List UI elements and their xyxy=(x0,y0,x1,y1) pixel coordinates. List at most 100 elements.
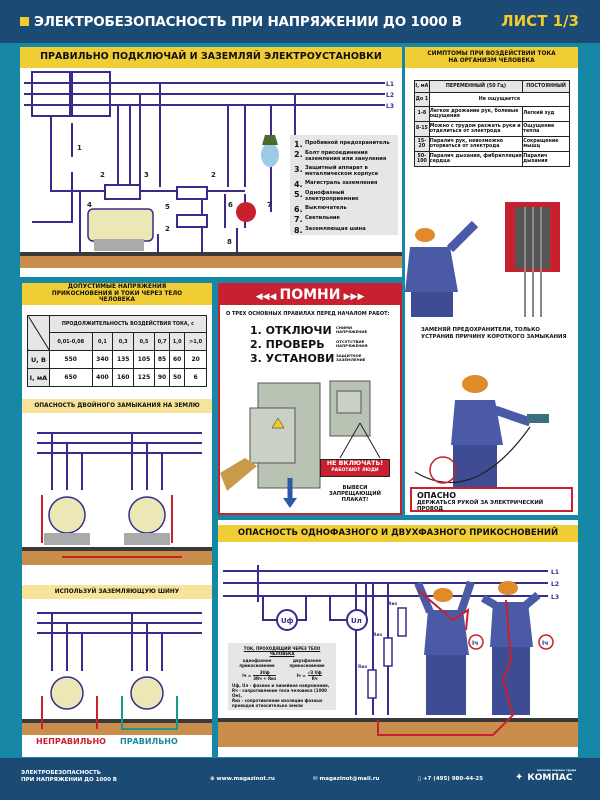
danger-text: ДЕРЖАТЬСЯ РУКОЙ ЗА ЭЛЕКТРИЧЕСКИЙ ПРОВОД xyxy=(417,500,544,512)
svg-text:Rиз: Rиз xyxy=(373,632,383,638)
legend-item: 3.Защитный аппарат в металлическом корпу… xyxy=(294,165,379,178)
poster-title: ЭЛЕКТРОБЕЗОПАСНОСТЬ ПРИ НАПРЯЖЕНИИ ДО 10… xyxy=(34,14,462,30)
svg-text:7: 7 xyxy=(267,201,272,209)
legend-item: 1.Пробивной предохранитель xyxy=(294,140,390,149)
title-square-icon xyxy=(20,17,29,26)
formula-box: ТОК, ПРОХОДЯЩИЙ ЧЕРЕЗ ТЕЛО ЧЕЛОВЕКА одно… xyxy=(228,643,336,710)
double-fault-title: ОПАСНОСТЬ ДВОЙНОГО ЗАМЫКАНИЯ НА ЗЕМЛЮ xyxy=(22,399,212,413)
svg-text:1: 1 xyxy=(77,144,82,152)
label-l3: L3 xyxy=(386,103,394,110)
current-label: Iч xyxy=(542,640,548,647)
sheet-number: ЛИСТ 1/3 xyxy=(501,12,579,30)
ground-bus-illustration xyxy=(22,612,212,735)
no-switch-sign: НЕ ВКЛЮЧАТЬ!РАБОТАЮТ ЛЮДИ xyxy=(320,459,390,477)
markers: 1 2 3 2 4 2 5 6 7 8 xyxy=(77,144,272,246)
svg-text:L1: L1 xyxy=(551,569,559,576)
voltages-title: ДОПУСТИМЫЕ НАПРЯЖЕНИЯ ПРИКОСНОВЕНИЯ И ТО… xyxy=(22,283,212,305)
svg-text:4: 4 xyxy=(87,201,92,209)
chevrons-right-icon: ▶▶▶ xyxy=(340,292,365,302)
poster-header: ЭЛЕКТРОБЕЗОПАСНОСТЬ ПРИ НАПРЯЖЕНИИ ДО 10… xyxy=(0,0,600,43)
worker-single xyxy=(414,580,475,715)
svg-text:Rиз: Rиз xyxy=(388,601,398,607)
brand-logo: магазин охраны труда ✦КОМПАС xyxy=(515,768,577,783)
label-l1: L1 xyxy=(386,81,394,88)
hand-highlight xyxy=(429,456,457,484)
svg-text:5: 5 xyxy=(165,203,170,211)
motor-base xyxy=(94,239,144,251)
voltages-table: ПРОДОЛЖИТЕЛЬНОСТЬ ВОЗДЕЙСТВИЯ ТОКА, с 0,… xyxy=(27,315,208,387)
legend-item: 2.Болт присоединения заземления или зану… xyxy=(294,150,387,163)
legend-item: 7.Светильник xyxy=(294,215,341,225)
remember-title: ПОМНИ xyxy=(279,287,341,303)
chevrons-left-icon: ◀◀◀ xyxy=(255,292,280,302)
mail-icon: ✉ xyxy=(313,776,320,782)
switch-box xyxy=(176,186,208,200)
touch-panel: ОПАСНОСТЬ ОДНОФАЗНОГО И ДВУХФАЗНОГО ПРИК… xyxy=(218,520,578,757)
soil xyxy=(20,256,402,268)
globe-icon: ⊕ xyxy=(210,776,217,782)
switch-icon xyxy=(236,202,256,222)
fuse-caption: ЗАМЕНЯЙ ПРЕДОХРАНИТЕЛИ, ТОЛЬКО УСТРАНИВ … xyxy=(421,327,567,340)
legend-item: 5.Однофазный электроприемник xyxy=(294,190,359,203)
symptoms-title: СИМПТОМЫ ПРИ ВОЗДЕЙСТВИИ ТОКА НА ОРГАНИЗ… xyxy=(405,47,578,68)
remember-intro: О ТРЕХ ОСНОВНЫХ ПРАВИЛАХ ПЕРЕД НАЧАЛОМ Р… xyxy=(226,311,390,317)
worker-double xyxy=(480,581,541,715)
switchboard-illustration xyxy=(220,380,381,508)
remember-banner: ◀◀◀ ПОМНИ ▶▶▶ xyxy=(220,285,400,305)
bus-title: ИСПОЛЬЗУЙ ЗАЗЕМЛЯЮЩУЮ ШИНУ xyxy=(22,585,212,599)
lamp-icon xyxy=(261,143,279,167)
connect-legend: 1.Пробивной предохранитель 2.Болт присое… xyxy=(290,135,398,235)
svg-text:2: 2 xyxy=(100,171,105,179)
danger-title: ОПАСНО xyxy=(417,491,457,500)
svg-text:2: 2 xyxy=(165,225,170,233)
voltages-panel: ДОПУСТИМЫЕ НАПРЯЖЕНИЯ ПРИКОСНОВЕНИЯ И ТО… xyxy=(22,283,212,757)
down-arrow-icon xyxy=(283,498,297,508)
phase-labels: L1 L2 L3 xyxy=(386,81,394,110)
single-phase-receiver xyxy=(176,214,208,228)
compass-logo-icon: ✦ xyxy=(515,772,524,783)
footer-site[interactable]: ⊕ www.magazinot.ru xyxy=(210,776,275,782)
symptoms-panel: СИМПТОМЫ ПРИ ВОЗДЕЙСТВИИ ТОКА НА ОРГАНИЗ… xyxy=(405,47,578,515)
footer-phone: ▯ +7 (495) 980-44-25 xyxy=(418,776,484,782)
wrong-label: НЕПРАВИЛЬНО xyxy=(36,737,106,746)
connect-panel: ПРАВИЛЬНО ПОДКЛЮЧАЙ И ЗАЗЕМЛЯЙ ЭЛЕКТРОУС… xyxy=(20,47,402,277)
svg-text:8: 8 xyxy=(227,238,232,246)
meter-line: Uл xyxy=(351,617,362,625)
legend-item: 8.Заземляющая шина xyxy=(294,225,366,235)
right-label: ПРАВИЛЬНО xyxy=(120,737,178,746)
legend-item: 6.Выключатель xyxy=(294,205,347,215)
current-label: Iч xyxy=(472,640,478,647)
connect-title: ПРАВИЛЬНО ПОДКЛЮЧАЙ И ЗАЗЕМЛЯЙ ЭЛЕКТРОУС… xyxy=(20,47,402,68)
worker-fuse-illustration xyxy=(405,202,560,317)
svg-text:2: 2 xyxy=(211,171,216,179)
ground-surface xyxy=(20,252,402,256)
meter-phase: Uф xyxy=(281,617,294,625)
protective-device xyxy=(104,184,141,200)
svg-text:Rиз: Rиз xyxy=(358,664,368,670)
grounding-schematic: L1 L2 L3 1 2 3 2 4 2 5 6 7 8 xyxy=(20,71,402,268)
touch-title: ОПАСНОСТЬ ОДНОФАЗНОГО И ДВУХФАЗНОГО ПРИК… xyxy=(218,525,578,542)
svg-text:L3: L3 xyxy=(551,594,559,601)
svg-text:3: 3 xyxy=(144,171,149,179)
double-fault-illustration xyxy=(22,432,212,565)
legend-item: 4.Магистраль заземления xyxy=(294,180,378,190)
footer-email[interactable]: ✉ magazinot@mail.ru xyxy=(313,776,380,782)
motor xyxy=(87,208,154,242)
svg-text:L2: L2 xyxy=(551,581,559,588)
worker-drill-illustration xyxy=(414,375,549,487)
remember-panel: ◀◀◀ ПОМНИ ▶▶▶ О ТРЕХ ОСНОВНЫХ ПРАВИЛАХ П… xyxy=(218,283,402,515)
svg-text:6: 6 xyxy=(228,201,233,209)
phone-icon: ▯ xyxy=(418,776,423,782)
hand xyxy=(220,458,257,491)
hang-caption: ВЫВЕСИ ЗАПРЕЩАЮЩИЙ ПЛАКАТ! xyxy=(329,485,381,504)
warning-icon xyxy=(271,417,285,429)
label-l2: L2 xyxy=(386,92,394,99)
